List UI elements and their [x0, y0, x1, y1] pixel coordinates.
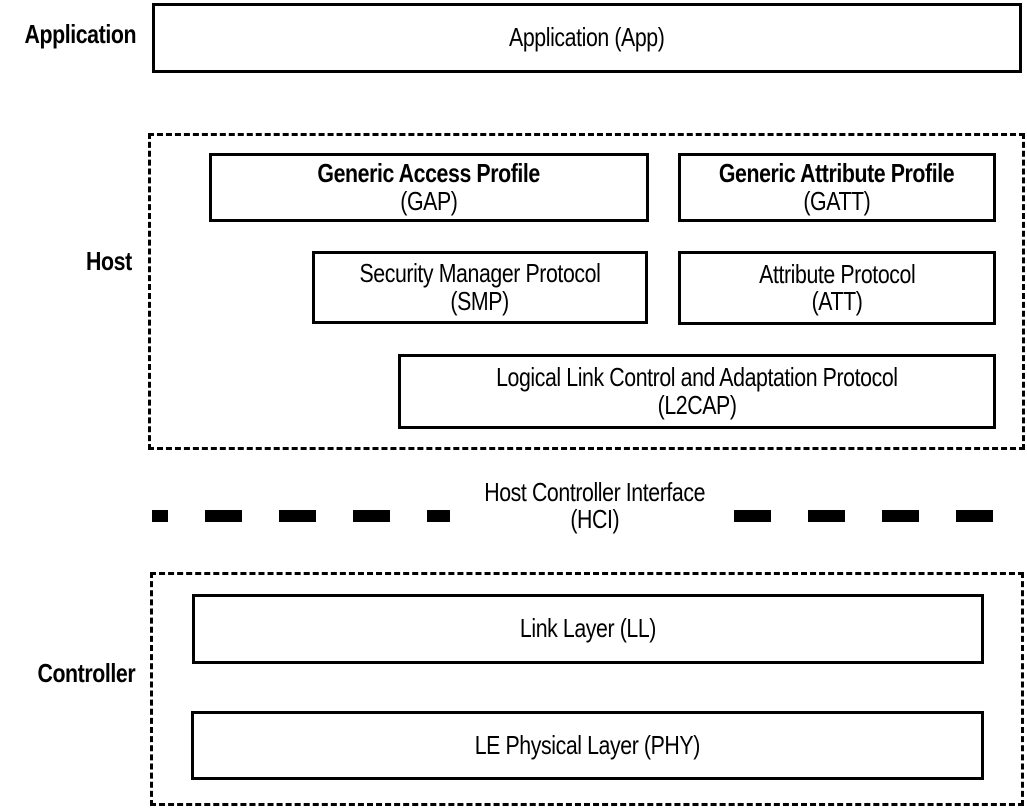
hci-abbr: (HCI)	[570, 504, 620, 535]
att-title: Attribute Protocol	[758, 258, 916, 289]
controller-layer-label: Controller	[0, 658, 135, 688]
smp-box: Security Manager Protocol (SMP)	[312, 251, 648, 324]
link-layer-box: Link Layer (LL)	[192, 594, 984, 664]
gatt-box: Generic Attribute Profile (GATT)	[678, 153, 996, 222]
controller-layer-label-text: Controller	[37, 658, 135, 688]
application-layer-label-text: Application	[24, 19, 137, 49]
hci-divider-dash-left	[152, 510, 450, 522]
smp-abbr: (SMP)	[450, 285, 510, 316]
host-group-border	[148, 133, 1025, 450]
l2cap-title: Logical Link Control and Adaptation Prot…	[496, 362, 898, 393]
l2cap-box: Logical Link Control and Adaptation Prot…	[398, 354, 996, 429]
gatt-title: Generic Attribute Profile	[719, 158, 955, 189]
application-layer-label: Application	[0, 20, 136, 48]
gatt-abbr: (GATT)	[803, 185, 871, 216]
application-box: Application (App)	[152, 3, 1022, 73]
hci-label: Host Controller Interface (HCI)	[445, 477, 745, 535]
gap-abbr: (GAP)	[400, 185, 458, 216]
application-box-title: Application (App)	[509, 22, 665, 53]
controller-group-border	[150, 572, 1024, 806]
smp-title: Security Manager Protocol	[359, 258, 601, 289]
physical-layer-title: LE Physical Layer (PHY)	[474, 729, 701, 760]
l2cap-abbr: (L2CAP)	[657, 389, 737, 420]
gap-title: Generic Access Profile	[317, 158, 541, 189]
hci-title: Host Controller Interface	[484, 477, 706, 507]
physical-layer-box: LE Physical Layer (PHY)	[191, 711, 984, 780]
att-box: Attribute Protocol (ATT)	[678, 251, 996, 325]
link-layer-title: Link Layer (LL)	[519, 613, 657, 644]
hci-divider-dash-right	[734, 510, 1027, 522]
host-layer-label-text: Host	[86, 246, 132, 276]
host-layer-label: Host	[0, 246, 132, 276]
gap-box: Generic Access Profile (GAP)	[209, 153, 649, 222]
att-abbr: (ATT)	[811, 286, 863, 316]
